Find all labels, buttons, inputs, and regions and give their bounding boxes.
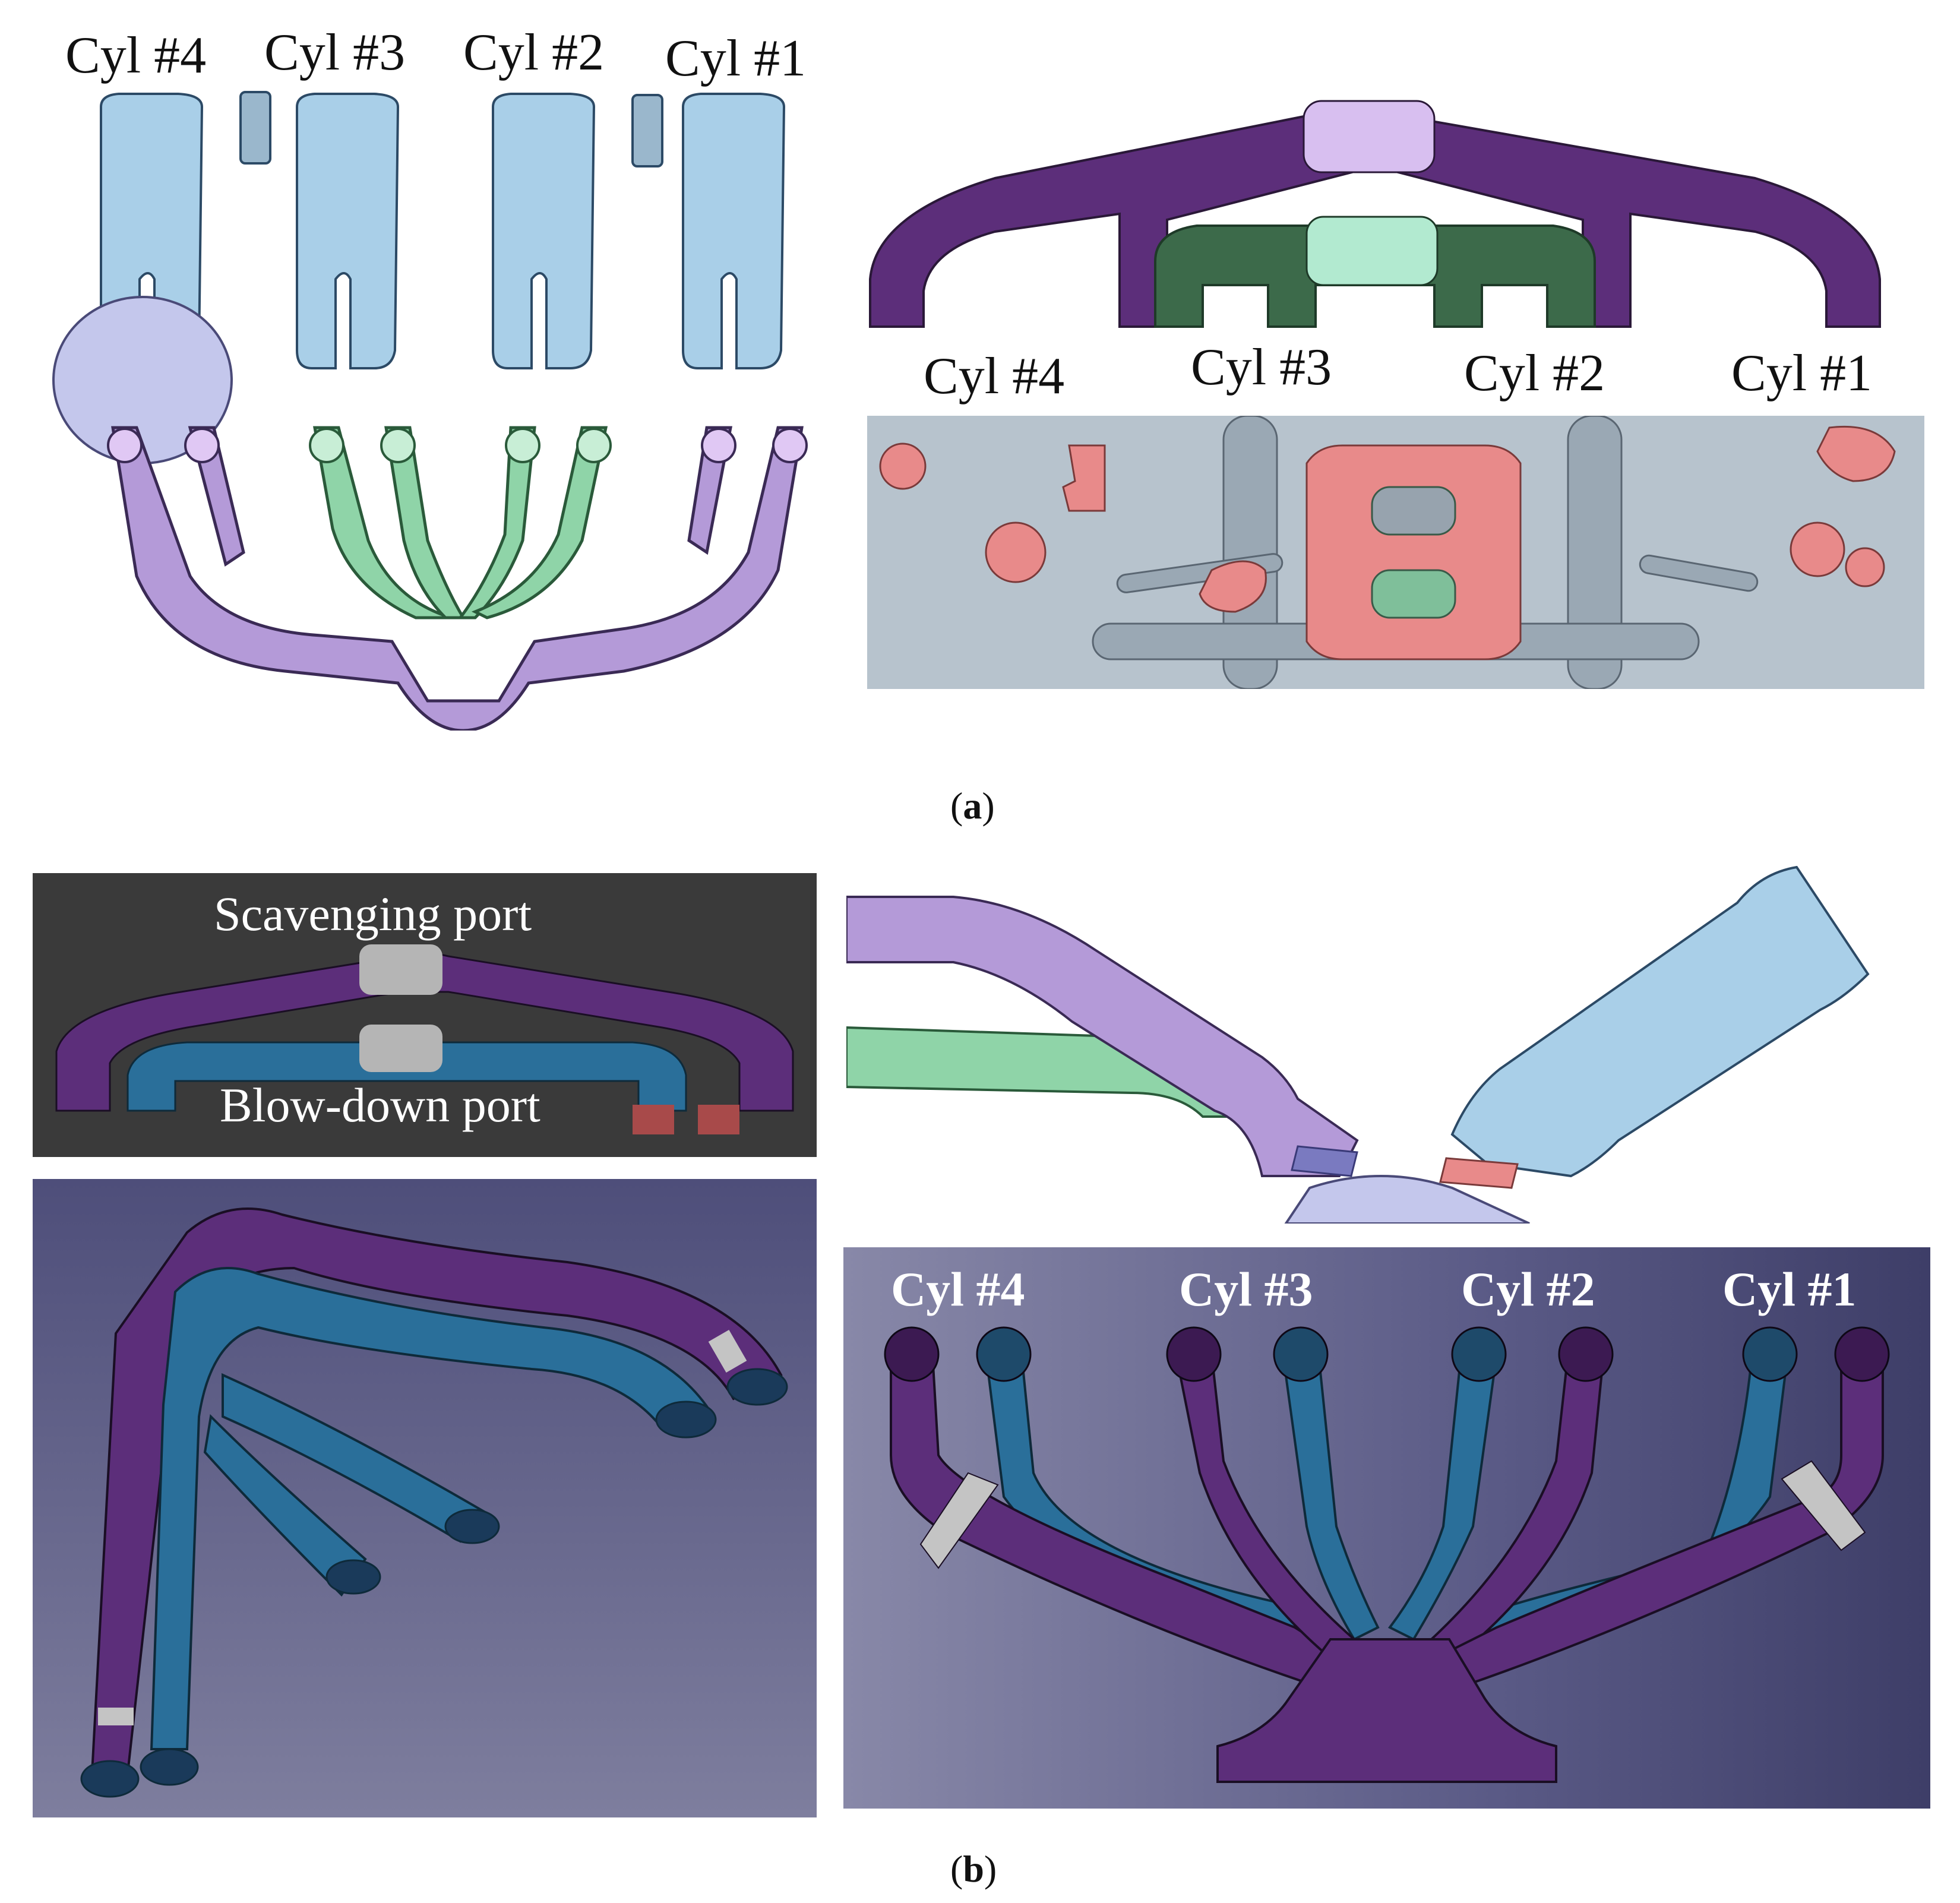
panel-b-label-cyl1: Cyl #1 xyxy=(1722,1262,1857,1316)
scavenging-manifold xyxy=(111,426,804,731)
red-segment-1 xyxy=(633,1105,674,1134)
panel-a-left-label-cyl3: Cyl #3 xyxy=(264,24,406,81)
panel-b-bottom-left xyxy=(33,1179,817,1817)
panel-b-top-right xyxy=(846,855,1921,1224)
red-segment-2 xyxy=(698,1105,739,1134)
port-openings xyxy=(107,428,808,463)
panel-a-right-manifold xyxy=(864,95,1886,344)
panel-b-top-left: Scavenging port Blow-down port xyxy=(33,873,817,1157)
panel-a-right-label-cyl1: Cyl #1 xyxy=(1731,344,1873,402)
scavenging-manifold-dark xyxy=(55,952,794,1112)
panel-a-right-label-cyl4: Cyl #4 xyxy=(924,347,1065,405)
grey-bands-iso xyxy=(98,1330,747,1725)
panel-b-label-cyl4: Cyl #4 xyxy=(891,1262,1025,1316)
injector-right xyxy=(631,94,663,167)
blowdown-openings xyxy=(309,428,612,463)
blowdown-ring xyxy=(1439,1157,1519,1189)
panel-b-bottom-left-drawing xyxy=(80,1207,788,1798)
scavenging-ring xyxy=(1291,1145,1358,1177)
head-flanges xyxy=(879,425,1896,660)
scavenging-manifold-front xyxy=(890,1353,1884,1783)
panel-a-left-label-cyl2: Cyl #2 xyxy=(463,24,605,81)
blowdown-port-cap xyxy=(1305,216,1439,286)
intake-port-cyl1 xyxy=(682,93,786,369)
panel-a-left-drawing xyxy=(52,91,808,731)
scavenging-port-cap-grey xyxy=(359,944,442,995)
panel-b-top-left-drawing xyxy=(55,944,794,1134)
port-ends-iso xyxy=(80,1368,788,1798)
caption-a-letter: a xyxy=(963,785,982,827)
panel-b-bottom-right-drawing xyxy=(884,1326,1890,1783)
blowdown-manifold-front xyxy=(984,1353,1790,1659)
panel-b-bottom-right: Cyl #4 Cyl #3 Cyl #2 Cyl #1 xyxy=(843,1247,1930,1809)
blowdown-manifold-dark xyxy=(127,1041,687,1112)
scavenging-port-cap xyxy=(1303,100,1436,173)
panel-a-right-label-cyl3: Cyl #3 xyxy=(1191,339,1332,396)
panel-a-right-head-drawing xyxy=(867,416,1924,689)
panel-b-label-cyl3: Cyl #3 xyxy=(1179,1262,1313,1316)
caption-a: (a) xyxy=(950,785,995,827)
intake-port-cyl2 xyxy=(492,93,596,369)
port-openings-front xyxy=(884,1326,1890,1382)
blowdown-port-cap-grey xyxy=(359,1025,442,1072)
panel-a-right-label-cyl2: Cyl #2 xyxy=(1464,344,1605,402)
head-flange-openings xyxy=(1371,486,1456,619)
injector-left xyxy=(239,91,271,165)
scavenging-manifold-top xyxy=(869,105,1881,328)
cylinder-head-side xyxy=(1284,1175,1530,1224)
panel-a-left: Cyl #4 Cyl #3 Cyl #2 Cyl #1 xyxy=(36,18,826,731)
intake-runner-side xyxy=(1450,865,1870,1178)
scavenging-runner-side xyxy=(846,896,1359,1177)
blowdown-manifold-iso xyxy=(150,1267,712,1750)
scavenging-port-label: Scavenging port xyxy=(214,887,532,941)
panel-b-top-right-drawing xyxy=(846,865,1870,1224)
intake-port-cyl3 xyxy=(296,93,400,369)
grey-bands-front xyxy=(919,1460,1866,1569)
panel-a-right-head xyxy=(867,416,1924,689)
panel-a-right-manifold-drawing xyxy=(869,100,1881,328)
blowdown-manifold xyxy=(313,426,608,619)
panel-b-label-cyl2: Cyl #2 xyxy=(1461,1262,1595,1316)
caption-b-letter: b xyxy=(963,1848,984,1890)
caption-b: (b) xyxy=(950,1848,997,1890)
panel-a-left-label-cyl1: Cyl #1 xyxy=(665,30,807,87)
blowdown-port-label: Blow-down port xyxy=(220,1078,540,1132)
panel-a-left-label-cyl4: Cyl #4 xyxy=(65,27,207,84)
